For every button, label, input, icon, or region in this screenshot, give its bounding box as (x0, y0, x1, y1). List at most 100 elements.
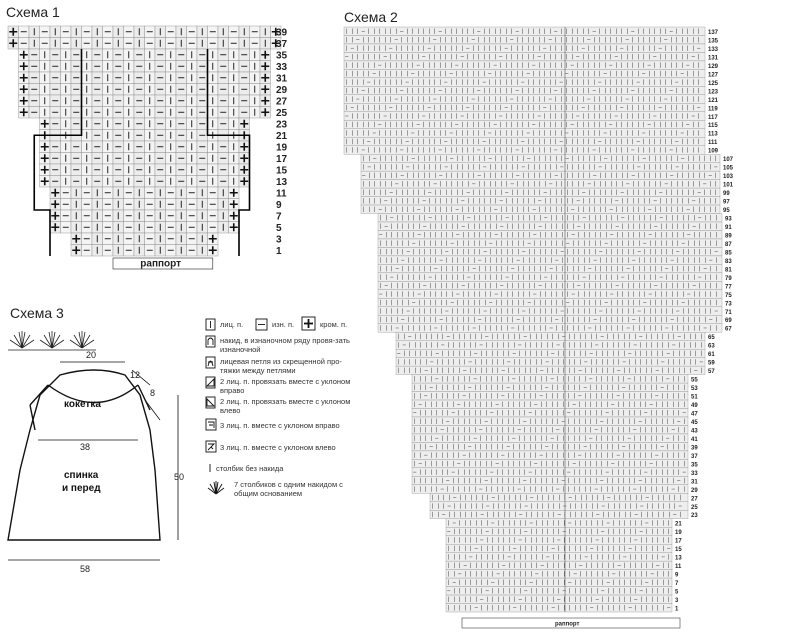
scheme1-row-number: 35 (276, 51, 288, 62)
edge-stitch-mark (40, 177, 49, 186)
legend-edge: кром. п. (320, 320, 348, 329)
label-body-2: и перед (62, 483, 101, 494)
edge-stitch-mark (51, 223, 60, 232)
edge-stitch-mark (240, 165, 249, 174)
scheme2-row-number: 7 (675, 581, 679, 587)
scheme2-stitch-marks (448, 605, 671, 611)
scheme2-row-number: 5 (675, 590, 679, 596)
scheme2-row-number: 35 (691, 462, 698, 468)
scheme2-row-number: 43 (691, 428, 698, 434)
scheme1-row-number: 37 (276, 39, 288, 50)
scheme2-stitch-marks (432, 494, 681, 501)
scheme2-stitch-marks (414, 401, 685, 408)
scheme2-row-number: 89 (725, 233, 732, 239)
scheme1-row-number: 15 (276, 166, 288, 177)
scheme2-stitch-marks (379, 291, 717, 297)
edge-stitch-mark (19, 108, 28, 117)
edge-stitch-mark (261, 96, 270, 105)
scheme2-stitch-marks (414, 376, 685, 382)
fan-motif-row (8, 331, 96, 351)
scheme2-row-number: 33 (691, 471, 698, 477)
edge-stitch-mark (208, 246, 217, 255)
scheme2-stitch-marks (380, 257, 717, 263)
scheme2-row-number: 65 (708, 335, 715, 341)
edge-stitch-mark (40, 142, 49, 151)
scheme2-stitch-marks (346, 121, 699, 128)
scheme2-row-number: 97 (723, 200, 730, 206)
scheme2-stitch-marks (380, 316, 717, 323)
edge-stitch-mark (9, 27, 18, 36)
scheme2-row-number: 113 (708, 132, 718, 138)
scheme2-row-number: 77 (725, 284, 732, 290)
scheme2-stitch-marks (398, 367, 702, 374)
scheme2-row-number: 39 (691, 445, 698, 451)
scheme2-row-number: 75 (725, 293, 732, 299)
legend-purl: изн. п. (272, 320, 295, 329)
edge-stitch-mark (229, 188, 238, 197)
scheme2-stitch-marks (414, 477, 685, 484)
dimension-lines (8, 361, 179, 561)
legend-fan: 7 столбиков с одним накидом с общим осно… (234, 480, 343, 498)
garment-outline (7, 369, 161, 541)
scheme2-stitch-marks (346, 28, 699, 34)
scheme2-title: Схема 2 (344, 9, 398, 25)
scheme2-row-number: 107 (723, 157, 734, 163)
edge-stitch-mark (51, 188, 60, 197)
scheme2-stitch-marks (380, 308, 718, 314)
edge-stitch-mark (72, 234, 81, 243)
scheme2-row-number: 125 (708, 81, 719, 87)
scheme2-row-number: 121 (708, 98, 719, 104)
edge-stitch-mark (40, 165, 49, 174)
edge-stitch-mark (229, 211, 238, 220)
scheme2-row-number: 129 (708, 64, 719, 70)
scheme2-row-number: 93 (725, 217, 732, 223)
scheme2-stitch-marks (363, 206, 716, 213)
scheme1-row-number: 21 (276, 131, 288, 142)
scheme2-stitch-marks (413, 469, 686, 475)
scheme2-row-number: 115 (708, 123, 718, 129)
scheme2-row-number: 67 (725, 327, 732, 333)
scheme2-row-number: 27 (691, 496, 698, 502)
legend-dc: столбик без накида (216, 464, 284, 473)
scheme2-row-number: 123 (708, 89, 719, 95)
edge-stitch-mark (19, 73, 28, 82)
edge-stitch-mark (271, 39, 280, 48)
scheme2-stitch-marks (346, 104, 701, 111)
scheme1-row-number: 33 (276, 62, 288, 73)
scheme2-row-number: 99 (723, 191, 730, 197)
scheme1-title: Схема 1 (6, 4, 60, 20)
scheme2-stitch-marks (448, 520, 669, 526)
scheme2-stitch-marks (447, 588, 669, 594)
scheme2-row-number: 29 (691, 488, 698, 494)
scheme1-rapport-box (112, 257, 214, 270)
scheme2-stitch-marks (448, 579, 669, 586)
scheme2-row-number: 1 (675, 607, 679, 613)
scheme2-row-number: 137 (708, 30, 719, 36)
label-body-1: спинка (64, 470, 99, 481)
scheme2-stitch-marks (380, 274, 717, 280)
scheme2-row-number: 19 (675, 530, 682, 536)
dim-8: 8 (150, 388, 155, 398)
edge-stitch-mark (229, 200, 238, 209)
edge-stitch-mark (72, 246, 81, 255)
scheme2-row-number: 53 (691, 386, 698, 392)
scheme1-row-number: 27 (276, 97, 288, 108)
scheme1-row-number: 29 (276, 85, 288, 96)
edge-stitch-mark (40, 119, 49, 128)
scheme2-row-number: 51 (691, 395, 698, 401)
scheme2-row-number: 69 (725, 318, 732, 324)
scheme2-stitch-marks (363, 164, 718, 170)
scheme2-stitch-marks (414, 435, 685, 441)
edge-stitch-mark (240, 154, 249, 163)
edge-stitch-mark (51, 211, 60, 220)
legend-yarn-over: накид, в изнаночном ряду провя-зать изна… (220, 336, 350, 354)
scheme1-row-number: 9 (276, 200, 282, 211)
edge-stitch-mark (19, 62, 28, 71)
scheme2-row-number: 131 (708, 55, 719, 61)
scheme2-row-number: 87 (725, 242, 732, 248)
scheme2-stitch-marks (380, 282, 717, 289)
edge-stitch-mark (240, 119, 249, 128)
scheme2-stitch-marks (414, 460, 685, 467)
edge-stitch-mark (19, 50, 28, 59)
